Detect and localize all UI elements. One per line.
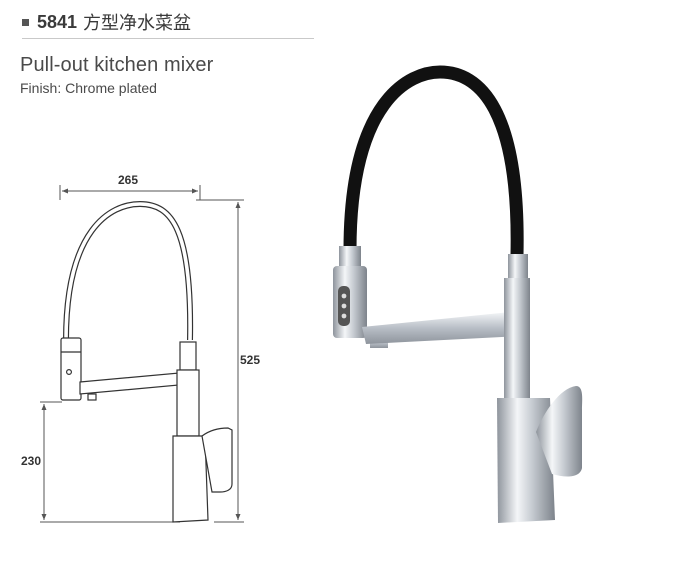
chinese-title: 方型净水菜盆 xyxy=(83,13,192,34)
product-finish: Finish: Chrome plated xyxy=(20,80,157,96)
faucet-outline-drawing xyxy=(60,200,233,523)
model-code: 5841 xyxy=(37,11,78,32)
product-name: Pull-out kitchen mixer xyxy=(20,54,214,76)
dim-label-width: 265 xyxy=(118,173,139,187)
header-bar: 5841 方型净水菜盆 xyxy=(22,6,314,39)
square-bullet-icon xyxy=(22,19,29,26)
faucet-photo xyxy=(333,65,583,523)
dim-label-spout-height: 230 xyxy=(21,454,42,468)
dim-label-height: 525 xyxy=(240,353,261,367)
